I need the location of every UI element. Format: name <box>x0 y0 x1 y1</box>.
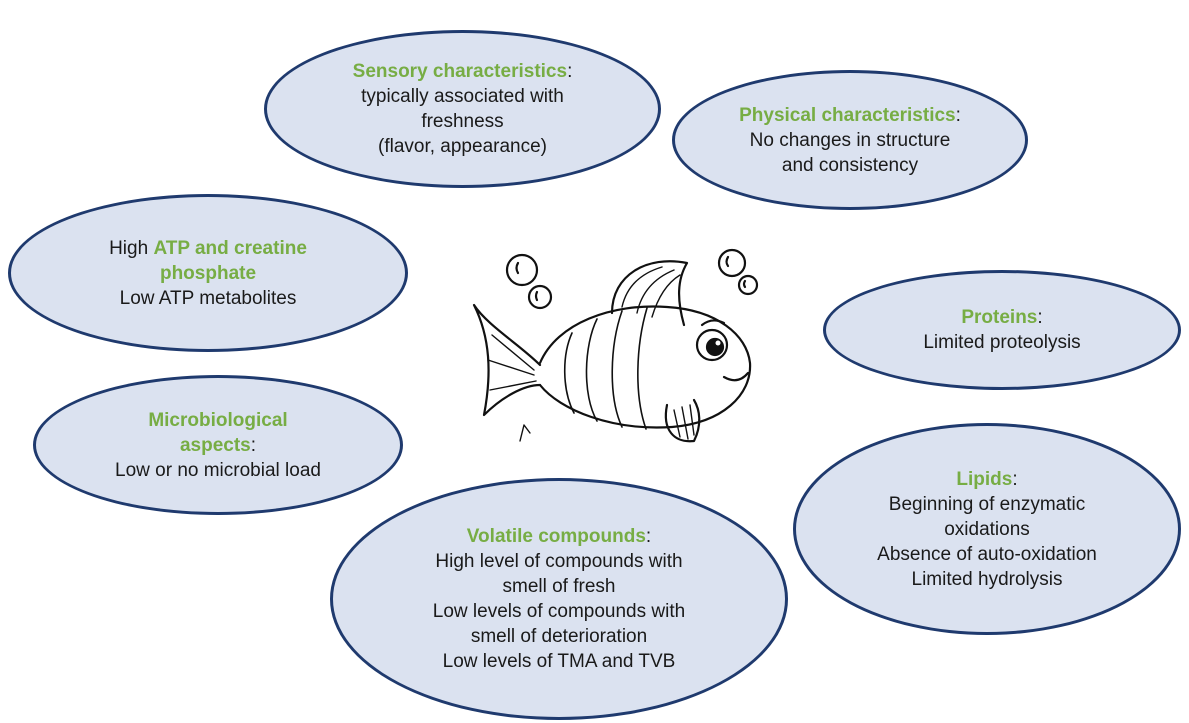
bubble-atp: High ATP and creatine phosphate Low ATP … <box>8 194 408 352</box>
micro-title: Microbiological <box>148 408 287 433</box>
lipids-line: oxidations <box>944 517 1030 542</box>
volatile-line: smell of fresh <box>503 574 616 599</box>
atp-highlight: phosphate <box>160 261 256 286</box>
sensory-line: freshness <box>421 109 503 134</box>
volatile-line: Low levels of compounds with <box>433 599 685 624</box>
lipids-line: Absence of auto-oxidation <box>877 542 1097 567</box>
bubbles-icon <box>507 250 757 308</box>
bubble-physical: Physical characteristics: No changes in … <box>672 70 1028 210</box>
atp-line: Low ATP metabolites <box>120 286 297 311</box>
bubble-lipids: Lipids: Beginning of enzymatic oxidation… <box>793 423 1181 635</box>
sensory-line: typically associated with <box>361 84 564 109</box>
volatile-line: smell of deterioration <box>471 624 647 649</box>
bubble-microbiological: Microbiological aspects: Low or no micro… <box>33 375 403 515</box>
fish-icon <box>462 245 762 445</box>
micro-title: aspects <box>180 435 251 456</box>
sensory-line: (flavor, appearance) <box>378 134 547 159</box>
lipids-line: Limited hydrolysis <box>912 567 1063 592</box>
proteins-line: Limited proteolysis <box>923 330 1080 355</box>
atp-highlight: ATP and creatine <box>153 238 306 259</box>
lipids-title: Lipids <box>956 469 1012 490</box>
physical-title: Physical characteristics <box>739 105 956 126</box>
bubble-sensory: Sensory characteristics: typically assoc… <box>264 30 661 188</box>
volatile-line: High level of compounds with <box>435 549 682 574</box>
physical-line: and consistency <box>782 153 918 178</box>
proteins-title: Proteins <box>961 307 1037 328</box>
volatile-title: Volatile compounds <box>467 526 646 547</box>
volatile-line: Low levels of TMA and TVB <box>443 649 676 674</box>
bubble-proteins: Proteins: Limited proteolysis <box>823 270 1181 390</box>
micro-line: Low or no microbial load <box>115 458 321 483</box>
lipids-line: Beginning of enzymatic <box>889 492 1085 517</box>
physical-line: No changes in structure <box>750 128 951 153</box>
bubble-volatile: Volatile compounds: High level of compou… <box>330 478 788 720</box>
sensory-title: Sensory characteristics <box>353 61 567 82</box>
